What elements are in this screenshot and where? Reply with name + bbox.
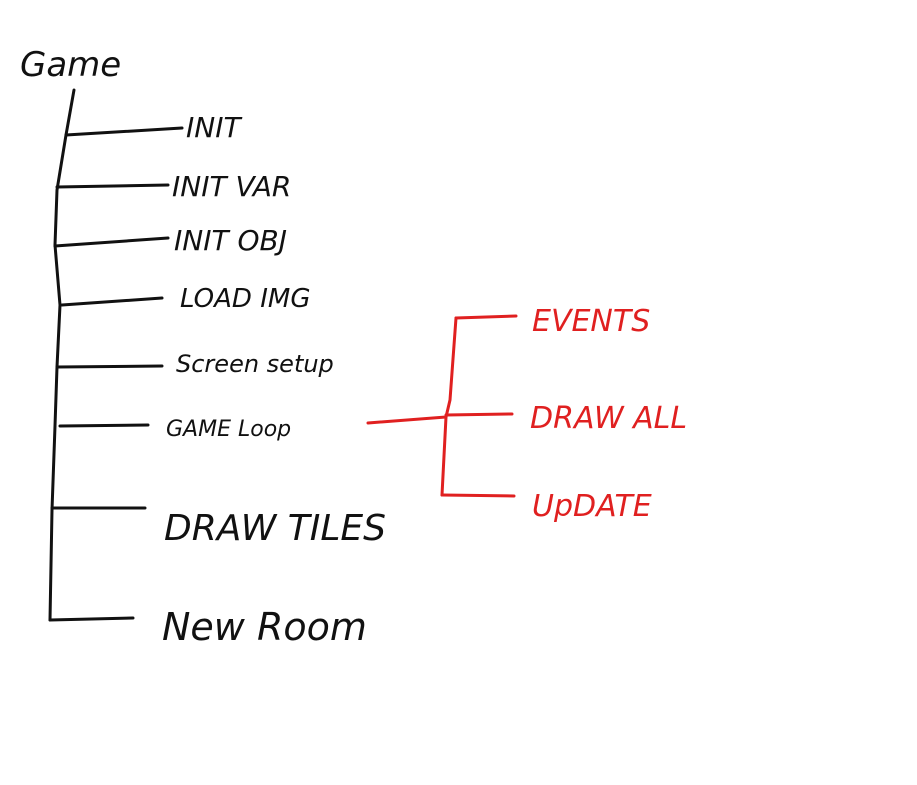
- node-label-update: UpDATE: [532, 489, 652, 524]
- node-label-draw-tiles: DRAW TILES: [164, 508, 386, 549]
- main-trunk-line: [48, 88, 76, 622]
- node-label-game-loop: GAME Loop: [166, 417, 291, 442]
- branch-connector-screen-setup: [55, 364, 164, 369]
- branch-connector-init: [64, 126, 184, 137]
- node-label-screen-setup: Screen setup: [176, 350, 334, 378]
- node-label-draw-all: DRAW ALL: [530, 401, 687, 436]
- branch-connector-game-loop: [58, 423, 150, 428]
- red-branch-connector-events: [454, 314, 518, 320]
- node-label-events: EVENTS: [532, 304, 650, 339]
- branch-connector-init-obj: [53, 236, 170, 248]
- branch-connector-load-img: [60, 296, 164, 307]
- node-label-new-room: New Room: [162, 605, 367, 649]
- red-trunk-line: [440, 316, 458, 497]
- game-loop-link-line: [366, 415, 448, 425]
- node-label-init-var: INIT VAR: [172, 170, 291, 203]
- node-label-init: INIT: [186, 111, 242, 144]
- branch-connector-init-var: [55, 183, 170, 189]
- root-label: Game: [20, 45, 121, 85]
- red-branch-connector-update: [440, 493, 516, 498]
- red-branch-connector-draw-all: [444, 412, 514, 417]
- node-label-load-img: LOAD IMG: [180, 284, 310, 314]
- branch-connector-new-room: [48, 616, 135, 622]
- node-label-init-obj: INIT OBJ: [174, 224, 287, 257]
